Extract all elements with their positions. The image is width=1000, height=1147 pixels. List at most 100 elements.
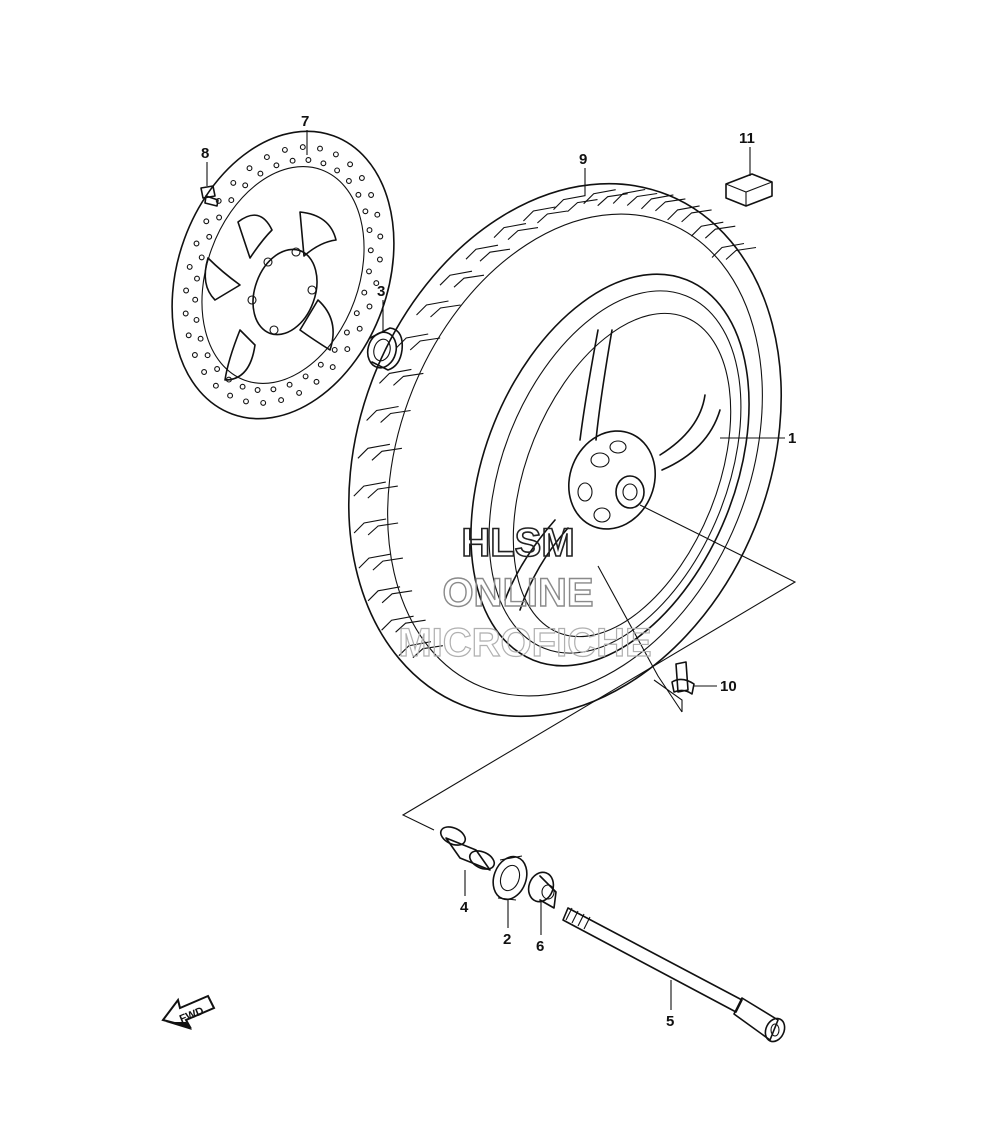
forward-direction-badge: FWD	[161, 994, 216, 1030]
disc-hole	[192, 296, 199, 303]
disc-hole	[343, 329, 350, 336]
tread-block	[357, 443, 402, 461]
tread-block	[358, 553, 403, 571]
disc-bolt[interactable]	[200, 185, 219, 207]
spacer[interactable]	[438, 823, 497, 872]
axle[interactable]	[562, 907, 788, 1045]
callout-label-11: 11	[739, 130, 755, 147]
disc-hole	[270, 386, 277, 393]
disc-hole	[203, 218, 210, 225]
disc-hole	[214, 366, 221, 372]
disc-hole	[197, 335, 204, 342]
tire-tread	[353, 188, 757, 659]
disc-hole	[334, 167, 341, 174]
disc-hole	[273, 162, 280, 169]
disc-holes	[182, 144, 384, 406]
disc-hole	[263, 154, 270, 161]
disc-hole	[302, 373, 309, 380]
disc-hole	[191, 352, 198, 358]
disc-hole	[228, 197, 235, 204]
disc-hole	[216, 214, 223, 221]
disc-hole	[366, 227, 373, 234]
disc-hole	[366, 303, 373, 310]
disc-hole	[230, 179, 237, 186]
disc-hole	[227, 392, 234, 399]
tread-block	[353, 481, 398, 499]
disc-hole	[254, 387, 261, 393]
disc-hole	[345, 178, 352, 184]
disc-hole	[368, 192, 375, 198]
disc-hole	[185, 332, 192, 339]
callout-label-5: 5	[666, 1013, 674, 1030]
callout-label-1: 1	[788, 430, 796, 447]
tread-block	[366, 405, 411, 423]
callout-label-10: 10	[720, 678, 737, 695]
tread-block	[583, 189, 628, 207]
disc-hole	[317, 361, 324, 368]
callout-label-6: 6	[536, 938, 544, 955]
disc-hole	[194, 275, 200, 282]
disc-hole	[361, 289, 368, 296]
bearing-left[interactable]	[364, 327, 404, 371]
wheel-rim[interactable]	[417, 233, 802, 707]
watermark-line-2: ONLINE	[442, 571, 593, 615]
disc-hole	[183, 287, 190, 294]
tread-block	[711, 242, 757, 260]
disc-hole	[355, 191, 362, 198]
disc-hole	[242, 182, 249, 189]
disc-hole	[212, 382, 219, 389]
disc-hole	[278, 397, 285, 404]
tread-block	[612, 188, 658, 206]
tread-block	[553, 195, 598, 213]
brake-disc[interactable]	[134, 100, 433, 450]
disc-hole	[376, 256, 383, 263]
disc-hole	[356, 325, 363, 332]
disc-hole	[286, 381, 293, 388]
disc-hole	[204, 352, 211, 359]
disc-hole	[206, 233, 213, 240]
disc-hole	[281, 146, 288, 153]
bearing-right[interactable]	[487, 852, 532, 904]
watermark-line-3: MICROFICHE	[398, 621, 651, 665]
tread-block	[379, 368, 424, 386]
disc-hole	[367, 247, 374, 254]
disc-hole	[353, 310, 360, 317]
balance-weight[interactable]	[725, 173, 773, 207]
disc-hole	[193, 240, 200, 247]
disc-hole	[239, 383, 246, 390]
tire[interactable]	[272, 118, 858, 782]
assembly-guide-lines	[401, 504, 797, 831]
tread-block	[381, 615, 426, 633]
tread-block	[523, 206, 568, 224]
disc-hole	[260, 399, 267, 406]
disc-hole	[289, 157, 296, 164]
tire-valve[interactable]	[671, 661, 695, 695]
callout-label-7: 7	[301, 113, 309, 130]
callout-label-4: 4	[460, 899, 469, 916]
tread-block	[465, 244, 511, 262]
disc-hole	[305, 157, 312, 163]
tread-block	[690, 221, 736, 239]
tread-block	[367, 586, 413, 604]
disc-hole	[243, 398, 249, 405]
disc-hole	[373, 280, 380, 287]
tread-block	[398, 641, 443, 659]
tread-block	[353, 518, 399, 536]
tread-block	[493, 223, 539, 241]
callout-label-8: 8	[201, 145, 209, 162]
disc-hole	[317, 145, 323, 152]
disc-hole	[201, 369, 208, 375]
disc-hole	[257, 170, 264, 177]
tread-block	[641, 194, 686, 212]
callout-label-9: 9	[579, 151, 587, 168]
collar[interactable]	[525, 869, 558, 909]
disc-hole	[215, 197, 222, 204]
disc-hole	[329, 364, 336, 371]
disc-hole	[193, 316, 200, 323]
disc-hole	[362, 208, 369, 215]
disc-hole	[366, 268, 372, 275]
disc-hole	[344, 346, 351, 353]
disc-hole	[313, 378, 320, 385]
disc-hole	[186, 263, 193, 270]
